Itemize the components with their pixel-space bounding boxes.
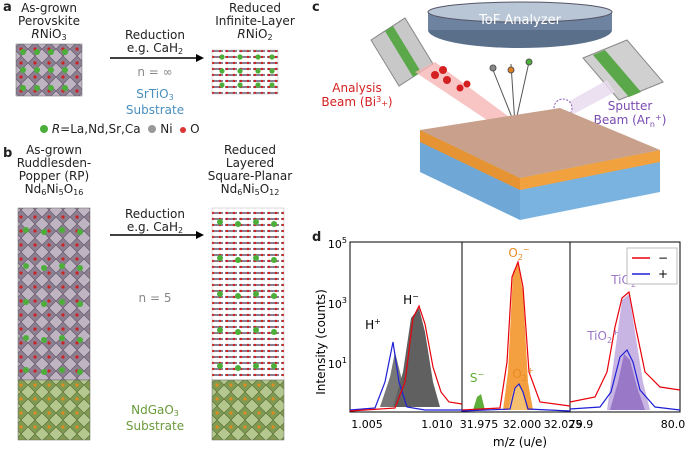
- h-minus-fill: [393, 308, 440, 407]
- x-tick-1005: 1.005: [351, 418, 383, 431]
- s-minus-fill: [473, 394, 485, 410]
- panel-b-letter: b: [3, 146, 13, 161]
- tio2-plus-line: [569, 348, 681, 411]
- panel-b-n-label: n = 5: [138, 291, 172, 305]
- x-axis-label: m/z (u/e): [493, 435, 547, 449]
- atom-legend: R=La,Nd,Sr,Ca Ni O: [40, 122, 200, 136]
- subplot-tio2: TiO2− TiO2+ 79.9 80.0: [569, 272, 685, 431]
- x-tick-31975: 31.975: [460, 418, 499, 431]
- panel-c-letter: c: [312, 0, 320, 15]
- square-planar-structure: [211, 207, 285, 441]
- panel-a-arrow-label: Reduction e.g. CaH2: [125, 28, 185, 57]
- h-plus-line: [349, 341, 462, 411]
- analysis-beam-label-1: Analysis: [332, 81, 381, 95]
- panel-b-arrow-label: Reduction e.g. CaH2: [125, 207, 185, 236]
- infinite-layer-structure: [211, 49, 279, 95]
- crystal-structures: [15, 43, 285, 441]
- o2-plus-line: [461, 382, 571, 412]
- tio2-minus-line: [569, 290, 681, 403]
- x-tick-32025: 32.025: [544, 418, 583, 431]
- analyzer-label: ToF Analyzer: [478, 13, 562, 28]
- tof-analyzer: ToF Analyzer: [427, 1, 613, 48]
- subplot-o2: O2− S− O2+ 31.975 32.000 32.025: [460, 245, 583, 431]
- o2-minus-fill: [503, 264, 533, 410]
- sputter-beam-label-1: Sputter: [608, 99, 653, 113]
- h-minus-line: [349, 304, 463, 412]
- legend-neg-label: −: [658, 251, 668, 265]
- subplot-h: H− H+ 1.005 1.010: [349, 292, 463, 431]
- tof-sims-schematic: ToF Analyzer Analysis Beam (Bi3+) Sputte…: [321, 1, 667, 220]
- panel-a-n-label: n = ∞: [137, 65, 173, 79]
- y-tick-1e5: 105: [328, 236, 347, 251]
- subplot-tio2-frame: [569, 241, 681, 413]
- legend: − +: [626, 247, 678, 285]
- tio2-plus-fill: [610, 354, 645, 410]
- y-axis-label: Intensity (counts): [315, 289, 328, 395]
- legend-pos-label: +: [658, 267, 668, 281]
- tio2-plus-label: TiO2+: [586, 328, 619, 345]
- o2-minus-line: [461, 259, 571, 411]
- x-tick-800: 80.0: [661, 418, 685, 431]
- h-minus-label: H−: [403, 292, 419, 307]
- sample-slab: [420, 108, 660, 220]
- panel-d-letter: d: [312, 230, 322, 245]
- rp-structure: [17, 207, 91, 441]
- h-plus-fill: [380, 352, 415, 407]
- analysis-beam-label-2: Beam (Bi3+): [321, 95, 392, 109]
- h-plus-label: H+: [365, 317, 381, 332]
- x-tick-32000: 32.000: [503, 418, 542, 431]
- panel-a-letter: a: [3, 0, 12, 15]
- perovskite-structure: [15, 43, 83, 97]
- x-tick-1010: 1.010: [421, 418, 453, 431]
- y-tick-1e1: 101: [328, 356, 347, 371]
- sputter-beam-label-2: Beam (Arn+): [594, 113, 667, 129]
- analysis-gun: [370, 17, 520, 132]
- s-minus-label: S−: [470, 370, 484, 385]
- o2-plus-fill: [508, 384, 527, 410]
- mass-spectra-chart: Intensity (counts) m/z (u/e) 105 103 101…: [315, 236, 685, 449]
- y-tick-1e3: 103: [328, 296, 347, 311]
- o2-minus-label: O2−: [508, 245, 529, 262]
- x-tick-799: 79.9: [569, 418, 594, 431]
